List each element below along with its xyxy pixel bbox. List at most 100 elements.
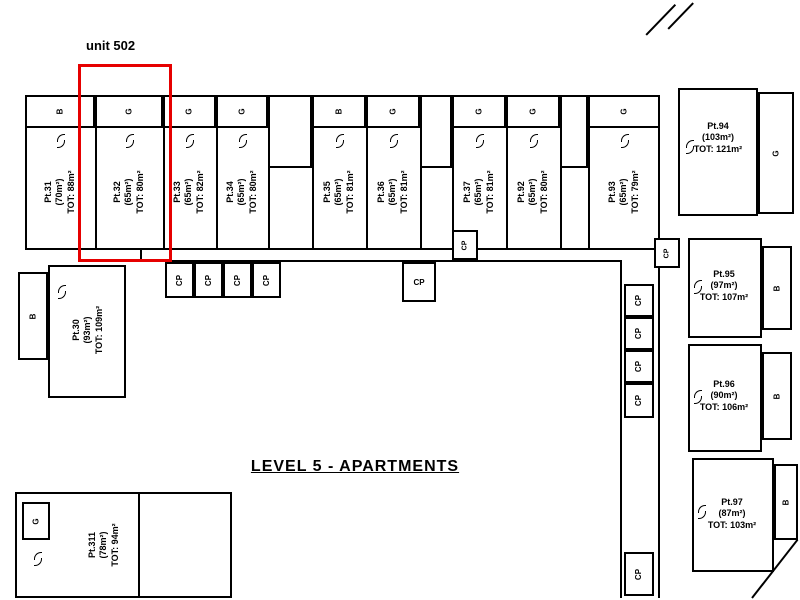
strip-letter: G	[474, 108, 484, 115]
unit-name: Pt.93	[607, 181, 618, 203]
light-well-notch	[420, 95, 452, 168]
strip-pt34: G	[216, 95, 268, 128]
unit-name: Pt.30	[71, 319, 82, 341]
strip-letter: G	[771, 149, 781, 157]
door-swing-mark	[336, 134, 344, 148]
unit-area: (70m²)	[54, 178, 65, 206]
door-swing-mark	[34, 552, 42, 566]
strip-letter: G	[237, 108, 247, 115]
door-swing-mark	[476, 134, 484, 148]
unit-area: (97m²)	[710, 280, 738, 291]
unit-area: (65m²)	[387, 178, 398, 206]
unit-total: TOT: 81m²	[484, 170, 495, 214]
light-well-notch	[268, 95, 312, 168]
strip-letter: G	[184, 108, 194, 115]
carpark-box: CP	[452, 230, 478, 260]
wall-divider	[216, 95, 218, 250]
annex-room	[138, 492, 232, 598]
unit-name: Pt.31	[43, 181, 54, 203]
unit-total: TOT: 107m²	[699, 291, 749, 302]
strip-pt93: G	[588, 95, 660, 128]
unit-pt95-label: Pt.95 (97m²) TOT: 107m²	[700, 269, 748, 303]
strip-pt95: B	[762, 246, 792, 330]
carpark-box: CP	[654, 238, 680, 268]
door-swing-mark	[621, 134, 629, 148]
unit-total: TOT: 81m²	[398, 170, 409, 214]
carpark-label: CP	[634, 360, 644, 373]
carpark-label: CP	[413, 277, 425, 287]
unit-pt96-label: Pt.96 (90m²) TOT: 106m²	[700, 379, 748, 413]
unit-total: TOT: 88m²	[65, 170, 76, 214]
unit-total: TOT: 80m²	[538, 170, 549, 214]
light-well-notch	[560, 95, 588, 168]
unit-pt33-label: Pt.33 (65m²) TOT: 82m²	[172, 170, 206, 213]
wall-divider	[560, 95, 562, 250]
unit-area: (93m²)	[82, 316, 93, 344]
door-swing-mark	[686, 140, 694, 154]
door-swing-mark	[390, 134, 398, 148]
unit-pt311-label: Pt.311 (78m²) TOT: 94m²	[87, 523, 121, 566]
carpark-label: CP	[233, 274, 242, 286]
strip-pt30: B	[18, 272, 48, 360]
strip-pt96: B	[762, 352, 792, 440]
strip-pt32: G	[95, 95, 163, 128]
strip-letter: B	[334, 108, 344, 115]
strip-letter: G	[619, 108, 629, 115]
carpark-label: CP	[175, 274, 184, 286]
unit-name: Pt.97	[721, 497, 743, 508]
unit-area: (65m²)	[236, 178, 247, 206]
unit-pt92-label: Pt.92 (65m²) TOT: 80m²	[516, 170, 550, 213]
unit-name: Pt.311	[87, 531, 98, 559]
strip-pt35: B	[312, 95, 366, 128]
carpark-label: CP	[461, 240, 469, 250]
carpark-box: CP	[624, 383, 654, 418]
strip-letter: G	[528, 108, 538, 115]
strip-pt92: G	[506, 95, 560, 128]
unit-area: (90m²)	[710, 390, 738, 401]
unit-total: TOT: 81m²	[344, 170, 355, 214]
carpark-box: CP	[624, 350, 654, 383]
unit-pt30-label: Pt.30 (93m²) TOT: 109m²	[71, 306, 105, 354]
unit-area: (78m²)	[98, 531, 109, 559]
wall-divider	[452, 95, 454, 250]
strip-pt97: B	[774, 464, 798, 540]
unit-name: Pt.33	[172, 181, 183, 203]
strip-letter: B	[772, 285, 782, 291]
door-swing-mark	[57, 134, 65, 148]
unit-total: TOT: 82m²	[194, 170, 205, 214]
unit-total: TOT: 94m²	[109, 523, 120, 567]
carpark-label: CP	[262, 274, 271, 286]
wall-divider	[366, 95, 368, 250]
door-swing-mark	[530, 134, 538, 148]
corridor-line	[140, 260, 622, 262]
unit-name: Pt.94	[707, 121, 729, 132]
highlight-box	[78, 64, 172, 262]
unit-pt94-label: Pt.94 (103m²) TOT: 121m²	[694, 121, 742, 155]
strip-letter: B	[28, 313, 38, 319]
corridor-wall-right	[658, 250, 660, 598]
unit-total: TOT: 103m²	[707, 519, 757, 530]
carpark-box: CP	[624, 317, 654, 350]
carpark-label: CP	[634, 294, 644, 307]
unit-area: (65m²)	[618, 178, 629, 206]
unit-name: Pt.34	[225, 181, 236, 203]
unit-area: (65m²)	[183, 178, 194, 206]
door-swing-mark	[58, 285, 66, 299]
unit-pt97	[692, 458, 774, 572]
unit-area: (65m²)	[333, 178, 344, 206]
unit-total: TOT: 80m²	[247, 170, 258, 214]
unit-area: (103m²)	[701, 132, 735, 143]
carpark-label: CP	[204, 274, 213, 286]
unit-name: Pt.36	[376, 181, 387, 203]
unit-name: Pt.35	[322, 181, 333, 203]
wall-divider	[95, 95, 97, 250]
carpark-label: CP	[634, 394, 644, 407]
strip-pt31: B	[25, 95, 95, 128]
carpark-box: CP	[252, 262, 281, 298]
unit-name: Pt.92	[516, 181, 527, 203]
unit-pt97-label: Pt.97 (87m²) TOT: 103m²	[708, 497, 756, 531]
carpark-box: CP	[402, 262, 436, 302]
unit-pt31-label: Pt.31 (70m²) TOT: 88m²	[43, 170, 77, 213]
unit-name: Pt.95	[713, 269, 735, 280]
